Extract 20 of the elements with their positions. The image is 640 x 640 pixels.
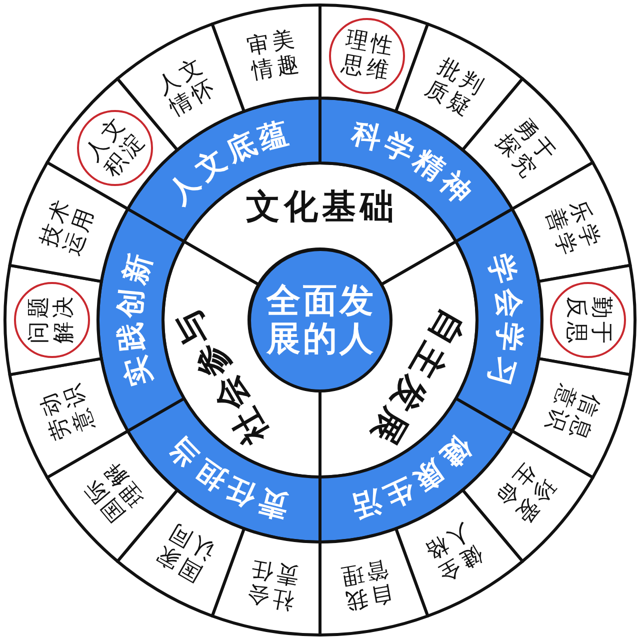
sector-label: 勇于探究 [490, 112, 563, 186]
sector-label: 劳动意识 [34, 376, 101, 445]
sector-label: 国家认同 [149, 516, 220, 588]
sector-label: 珍爱生命 [488, 457, 561, 530]
sector-label: 健全人格 [417, 518, 488, 588]
sector-label: 国际理解 [77, 454, 150, 529]
sector-label: 技术运用 [35, 193, 102, 262]
sector-label: 信息意识 [538, 380, 605, 447]
sector-label: 社会责任 [242, 554, 302, 614]
sector-label: 文化基础 [244, 190, 398, 224]
sector-label: 乐学善学 [539, 196, 606, 264]
center-label: 全面发展的人 [265, 282, 378, 358]
circled-label: 问题解决 [14, 282, 90, 358]
sector-label: 学会学习 [482, 248, 528, 392]
sector-label: 批判质疑 [420, 53, 491, 124]
sector-label: 自我管理 [334, 554, 396, 614]
sector-label: 审美情趣 [244, 26, 306, 86]
sector-label: 人文情怀 [152, 52, 223, 124]
sector-label: 实践创新 [112, 248, 158, 392]
circled-label: 勤于反思 [550, 282, 626, 358]
